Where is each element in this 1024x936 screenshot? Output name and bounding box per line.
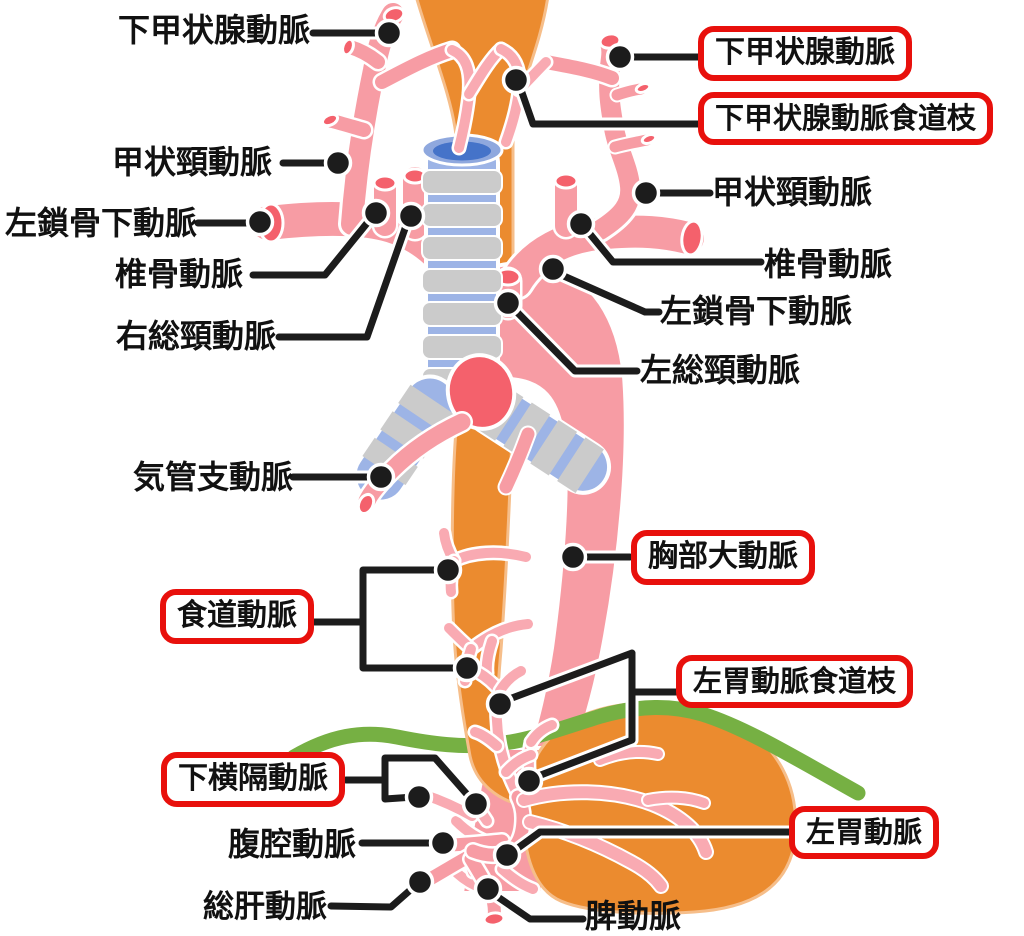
- label-vertebral-artery-right: 椎骨動脈: [764, 245, 893, 283]
- label-celiac-artery: 腹腔動脈: [228, 825, 357, 863]
- label-inferior-phrenic-artery: 下横隔動脈: [161, 752, 345, 807]
- pulmonary-trunk: [445, 353, 517, 431]
- label-left-subclavian-artery-right: 左鎖骨下動脈: [660, 292, 853, 330]
- label-common-hepatic-artery: 総肝動脈: [203, 889, 327, 925]
- leader-dots: [245, 18, 661, 904]
- label-thyrocervical-trunk-left: 甲状頸動脈: [112, 143, 273, 181]
- label-bronchial-artery: 気管支動脈: [133, 458, 294, 496]
- label-left-subclavian-artery-left: 左鎖骨下動脈: [5, 204, 198, 242]
- left-subclavian-thyrocervical-network: [496, 32, 704, 306]
- bronchial-artery-vessels: [355, 422, 528, 516]
- label-vertebral-artery-left: 椎骨動脈: [115, 255, 244, 293]
- label-inferior-thyroid-artery-right: 下甲状腺動脈: [698, 26, 912, 81]
- label-esophageal-arteries: 食道動脈: [160, 589, 314, 644]
- diaphragm-line: [286, 699, 866, 801]
- label-left-gastric-artery-esophageal-branch: 左胃動脈食道枝: [676, 655, 914, 709]
- label-inferior-thyroid-artery-left: 下甲状腺動脈: [118, 11, 311, 49]
- label-inferior-thyroid-artery-esophageal-branch: 下甲状腺動脈食道枝: [698, 92, 994, 146]
- leader-lines: [198, 18, 789, 920]
- label-splenic-artery: 脾動脈: [585, 897, 682, 935]
- label-right-common-carotid-artery: 右総頸動脈: [116, 317, 277, 355]
- label-left-common-carotid-artery: 左総頸動脈: [640, 351, 801, 389]
- label-thyrocervical-trunk-right: 甲状頸動脈: [712, 173, 873, 211]
- label-left-gastric-artery: 左胃動脈: [789, 806, 940, 860]
- label-thoracic-aorta: 胸部大動脈: [631, 530, 815, 585]
